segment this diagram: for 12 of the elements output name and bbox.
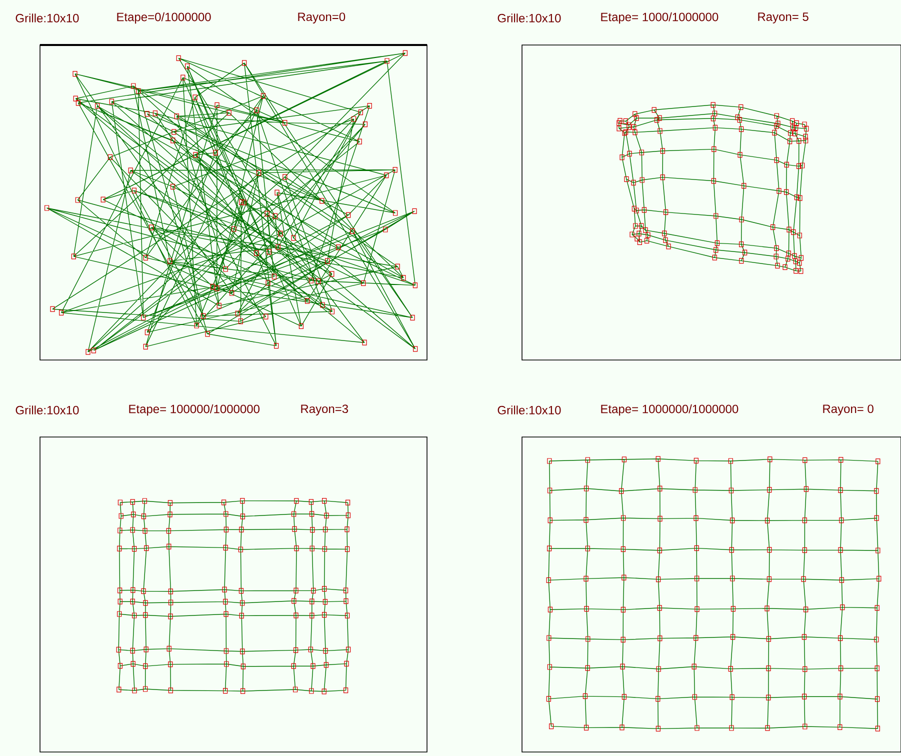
header-text: Rayon= 0: [823, 404, 874, 416]
header-text: Etape= 1000000/1000000: [601, 404, 738, 416]
header-text: Rayon=3: [301, 404, 348, 416]
header-text: Etape= 1000/1000000: [601, 12, 718, 24]
header-text: Grille:10x10: [16, 406, 79, 414]
header-text: Grille:10x10: [16, 14, 79, 22]
header-text: Grille:10x10: [498, 14, 561, 22]
header-text: Rayon= 5: [758, 12, 808, 24]
header-text: Grille:10x10: [498, 406, 561, 414]
header-text: Rayon=0: [298, 12, 346, 24]
header-text: Etape= 100000/1000000: [129, 404, 260, 416]
header-text: Etape=0/1000000: [117, 12, 211, 24]
